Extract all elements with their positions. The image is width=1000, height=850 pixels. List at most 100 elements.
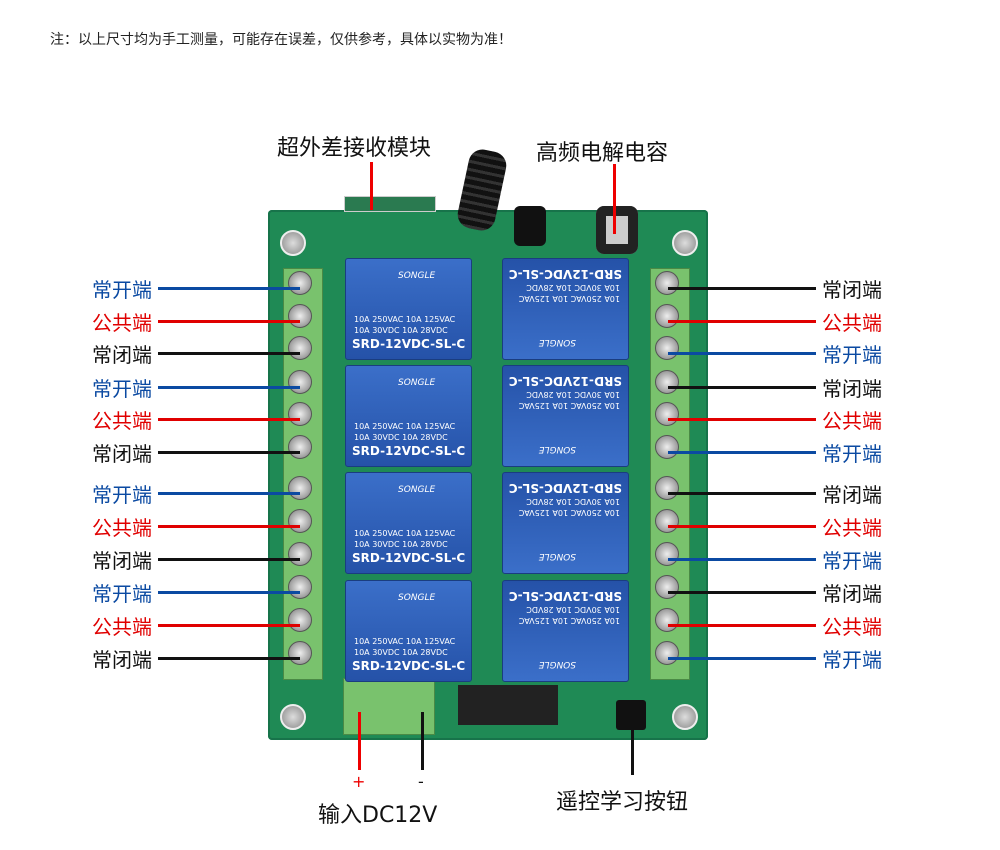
terminal-screw-icon: [655, 435, 679, 459]
relay-spec: 10A 30VDC 10A 28VDC: [526, 283, 620, 292]
terminal-screw-icon: [288, 336, 312, 360]
receiver-module: [344, 196, 436, 212]
relay-spec: 10A 250VAC 10A 125VAC: [518, 508, 620, 517]
relay-brand: SONGLE: [398, 593, 436, 603]
antenna-coil: [455, 146, 509, 234]
terminal-screw-icon: [655, 304, 679, 328]
left-pointer-line: [158, 591, 300, 594]
left-terminal-label: 常闭端: [92, 442, 152, 466]
screw-icon: [672, 704, 698, 730]
left-pointer-line: [158, 386, 300, 389]
right-pointer-line: [668, 525, 816, 528]
left-terminal-label: 常开端: [92, 483, 152, 507]
right-terminal-label: 公共端: [822, 615, 882, 639]
relay-spec: 10A 30VDC 10A 28VDC: [354, 433, 448, 442]
left-terminal-label: 常开端: [92, 582, 152, 606]
left-pointer-line: [158, 558, 300, 561]
left-terminal-label: 常闭端: [92, 343, 152, 367]
screw-icon: [672, 230, 698, 256]
right-terminal-label: 常闭端: [822, 582, 882, 606]
right-pointer-line: [668, 558, 816, 561]
right-pointer-line: [668, 624, 816, 627]
minus-label: -: [418, 772, 424, 791]
relay-spec: 10A 30VDC 10A 28VDC: [526, 390, 620, 399]
plus-label: +: [352, 772, 366, 791]
right-terminal-label: 常闭端: [822, 483, 882, 507]
terminal-screw-icon: [288, 271, 312, 295]
right-terminal-label: 公共端: [822, 311, 882, 335]
terminal-screw-icon: [288, 509, 312, 533]
relay-model: SRD-12VDC-SL-C: [508, 481, 622, 495]
relay-brand: SONGLE: [538, 659, 576, 669]
right-pointer-line: [668, 591, 816, 594]
right-pointer-line: [668, 657, 816, 660]
left-pointer-line: [158, 492, 300, 495]
terminal-screw-icon: [288, 435, 312, 459]
right-terminal-label: 常闭端: [822, 278, 882, 302]
relay-model: SRD-12VDC-SL-C: [508, 589, 622, 603]
left-pointer-line: [158, 287, 300, 290]
left-pointer-line: [158, 657, 300, 660]
left-pointer-line: [158, 525, 300, 528]
relay-spec: 10A 30VDC 10A 28VDC: [526, 497, 620, 506]
left-terminal-label: 公共端: [92, 615, 152, 639]
left-terminal-label: 常闭端: [92, 648, 152, 672]
relay-spec: 10A 250VAC 10A 125VAC: [518, 616, 620, 625]
right-pointer-line: [668, 320, 816, 323]
relay-spec: 10A 250VAC 10A 125VAC: [518, 401, 620, 410]
relay-model: SRD-12VDC-SL-C: [352, 337, 466, 351]
terminal-screw-icon: [288, 641, 312, 665]
right-pointer-line: [668, 352, 816, 355]
relay-spec: 10A 250VAC 10A 125VAC: [354, 637, 456, 646]
receiver-label: 超外差接收模块: [277, 136, 432, 161]
relay-brand: SONGLE: [538, 551, 576, 561]
terminal-screw-icon: [288, 304, 312, 328]
relay-spec: 10A 30VDC 10A 28VDC: [526, 605, 620, 614]
left-terminal-label: 常闭端: [92, 549, 152, 573]
left-pointer-line: [158, 320, 300, 323]
capacitor-pointer: [613, 164, 616, 234]
left-terminal-label: 常开端: [92, 377, 152, 401]
relay-spec: 10A 30VDC 10A 28VDC: [354, 540, 448, 549]
terminal-screw-icon: [655, 641, 679, 665]
right-pointer-line: [668, 451, 816, 454]
right-terminal-label: 常开端: [822, 343, 882, 367]
terminal-screw-icon: [288, 476, 312, 500]
terminal-screw-icon: [655, 608, 679, 632]
relay-model: SRD-12VDC-SL-C: [352, 659, 466, 673]
relay-spec: 10A 250VAC 10A 125VAC: [354, 422, 456, 431]
relay-spec: 10A 250VAC 10A 125VAC: [518, 294, 620, 303]
left-pointer-line: [158, 418, 300, 421]
right-pointer-line: [668, 386, 816, 389]
terminal-screw-icon: [655, 336, 679, 360]
right-terminal-label: 常开端: [822, 442, 882, 466]
relay: SONGLE 10A 250VAC 10A 125VAC 10A 30VDC 10…: [345, 365, 472, 467]
relay-model: SRD-12VDC-SL-C: [352, 444, 466, 458]
relay-brand: SONGLE: [398, 378, 436, 388]
capacitor-label: 高频电解电容: [536, 141, 669, 166]
terminal-screw-icon: [288, 575, 312, 599]
power-input-label: 输入DC12V: [318, 803, 438, 828]
right-terminal-label: 常开端: [822, 648, 882, 672]
electrolytic-capacitor: [596, 206, 638, 254]
right-terminal-label: 公共端: [822, 409, 882, 433]
disclaimer-note: 注：以上尺寸均为手工测量，可能存在误差，仅供参考，具体以实物为准！: [50, 32, 512, 48]
terminal-screw-icon: [655, 509, 679, 533]
relay-model: SRD-12VDC-SL-C: [508, 374, 622, 388]
left-pointer-line: [158, 352, 300, 355]
relay-spec: 10A 250VAC 10A 125VAC: [354, 315, 456, 324]
terminal-screw-icon: [655, 271, 679, 295]
relay: SONGLE 10A 250VAC 10A 125VAC 10A 30VDC 10…: [502, 472, 629, 574]
left-terminal-label: 公共端: [92, 516, 152, 540]
right-terminal-label: 常开端: [822, 549, 882, 573]
relay-board: [268, 146, 708, 740]
left-pointer-line: [158, 451, 300, 454]
right-pointer-line: [668, 418, 816, 421]
left-terminal-label: 公共端: [92, 409, 152, 433]
button-pointer: [631, 720, 634, 775]
right-pointer-line: [668, 287, 816, 290]
